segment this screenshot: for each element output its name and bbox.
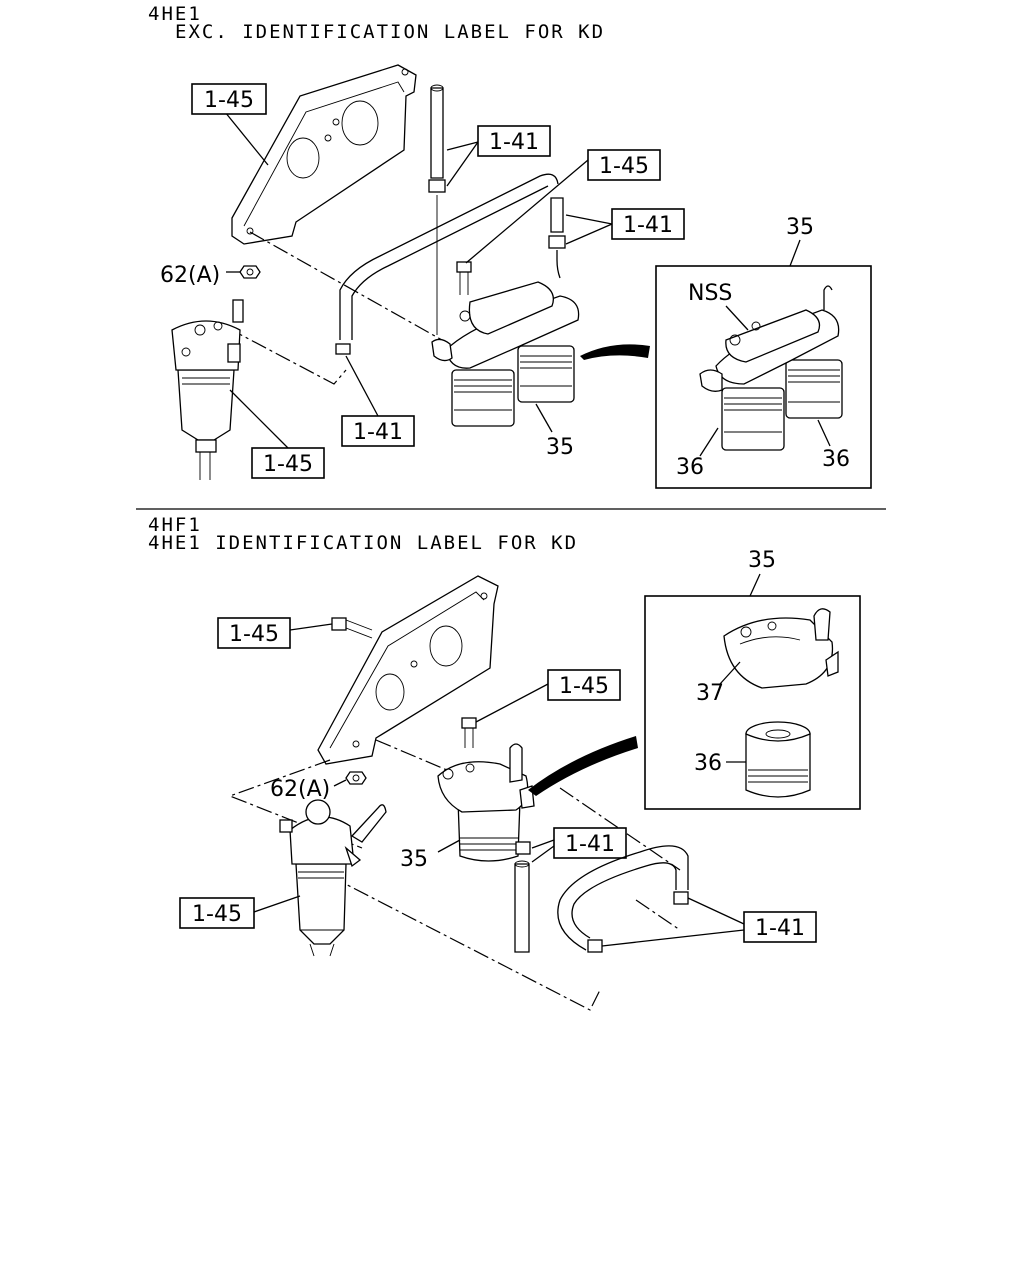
bottom-detail-arrow (528, 736, 638, 796)
bottom-lower-bolt-ref: 1-45 (559, 674, 609, 699)
bottom-inset-assembly-num: 35 (748, 548, 776, 573)
top-return-hose (339, 173, 559, 340)
bottom-return-hose (557, 845, 689, 953)
bottom-heading-engine: 4HF1 (148, 514, 202, 536)
top-bracket-leader (224, 111, 269, 166)
top-bolt-leader (465, 159, 589, 264)
top-upper-pipe-ref-box (477, 125, 551, 157)
top-nut (239, 265, 261, 279)
bottom-inset-filter-head (723, 608, 839, 689)
top-right-pipe-leader (565, 223, 613, 245)
bottom-hose-ref-box (743, 911, 817, 943)
top-lower-pipe-ref-box (341, 415, 415, 447)
top-inset-nss-label: NSS (688, 281, 732, 306)
bottom-water-sedimenter (279, 799, 387, 957)
bottom-pipe-ref-box (553, 827, 627, 859)
top-mount-line (249, 231, 443, 341)
bottom-fuel-filter-assembly (437, 743, 535, 862)
bottom-nut (345, 771, 367, 785)
top-bracket-ref-box (191, 83, 267, 115)
top-inset-filter-drawing (699, 285, 843, 451)
top-right-pipe-ref-box (611, 208, 685, 240)
top-upper-pipe (428, 84, 446, 335)
top-right-pipe (548, 197, 566, 279)
bottom-lower-bolt-ref-box (547, 669, 621, 701)
bottom-pipe-ref: 1-41 (565, 832, 615, 857)
bottom-sedimenter-ref: 1-45 (192, 902, 242, 927)
top-bolt (456, 261, 472, 295)
top-bolt-ref-box (587, 149, 661, 181)
bottom-upper-bolt-ref-box (217, 617, 291, 649)
top-inset-cartridge-right-num: 36 (822, 447, 850, 472)
top-lower-pipe-leader (345, 355, 379, 417)
top-sedimenter-leader (229, 389, 291, 451)
top-sedimenter-ref-box (251, 447, 325, 479)
top-sedimenter-ref: 1-45 (263, 452, 313, 477)
bottom-sedimenter-leader (253, 895, 301, 913)
top-bolt-ref: 1-45 (599, 154, 649, 179)
bottom-upper-bolt (331, 617, 373, 639)
bottom-mounting-bracket (317, 575, 499, 765)
bottom-filter-leader (437, 839, 461, 853)
top-filter-leader (535, 403, 553, 433)
top-lower-pipe-ref: 1-41 (353, 420, 403, 445)
top-detail-arrow (580, 344, 650, 360)
bottom-inset-cartridge (745, 721, 811, 798)
bottom-lower-bolt-leader (475, 683, 549, 723)
top-heading-label: EXC. IDENTIFICATION LABEL FOR KD (175, 21, 605, 43)
bottom-inset-head-num: 37 (696, 681, 724, 706)
top-mounting-bracket (231, 64, 417, 245)
top-lower-pipe-clip (335, 343, 351, 355)
top-right-pipe-ref: 1-41 (623, 213, 673, 238)
bottom-upper-bolt-ref: 1-45 (229, 622, 279, 647)
top-nut-ref: 62(A) (160, 263, 220, 288)
bottom-sedimenter-ref-box (179, 897, 255, 929)
top-heading-engine: 4HE1 (148, 3, 202, 25)
bottom-lower-bolt (461, 717, 477, 748)
top-filter-num: 35 (546, 435, 574, 460)
bottom-nut-ref: 62(A) (270, 777, 330, 802)
bottom-inset-cartridge-num: 36 (694, 751, 722, 776)
bottom-filter-num: 35 (400, 847, 428, 872)
top-fuel-filter-assembly (431, 281, 580, 427)
bottom-pipe-leader (531, 839, 555, 849)
bottom-upper-bolt-leader (289, 623, 333, 631)
bottom-vertical-pipe (514, 841, 531, 953)
bottom-hose-ref: 1-41 (755, 916, 805, 941)
top-upper-pipe-leader (446, 141, 479, 187)
bottom-hose-leader (601, 929, 745, 947)
top-upper-pipe-ref: 1-41 (489, 130, 539, 155)
top-inset-assembly-num: 35 (786, 215, 814, 240)
top-bracket-ref: 1-45 (204, 88, 254, 113)
top-water-sedimenter (171, 299, 244, 480)
top-inset-cartridge-left-num: 36 (676, 455, 704, 480)
bottom-heading-label: 4HE1 IDENTIFICATION LABEL FOR KD (148, 532, 578, 554)
